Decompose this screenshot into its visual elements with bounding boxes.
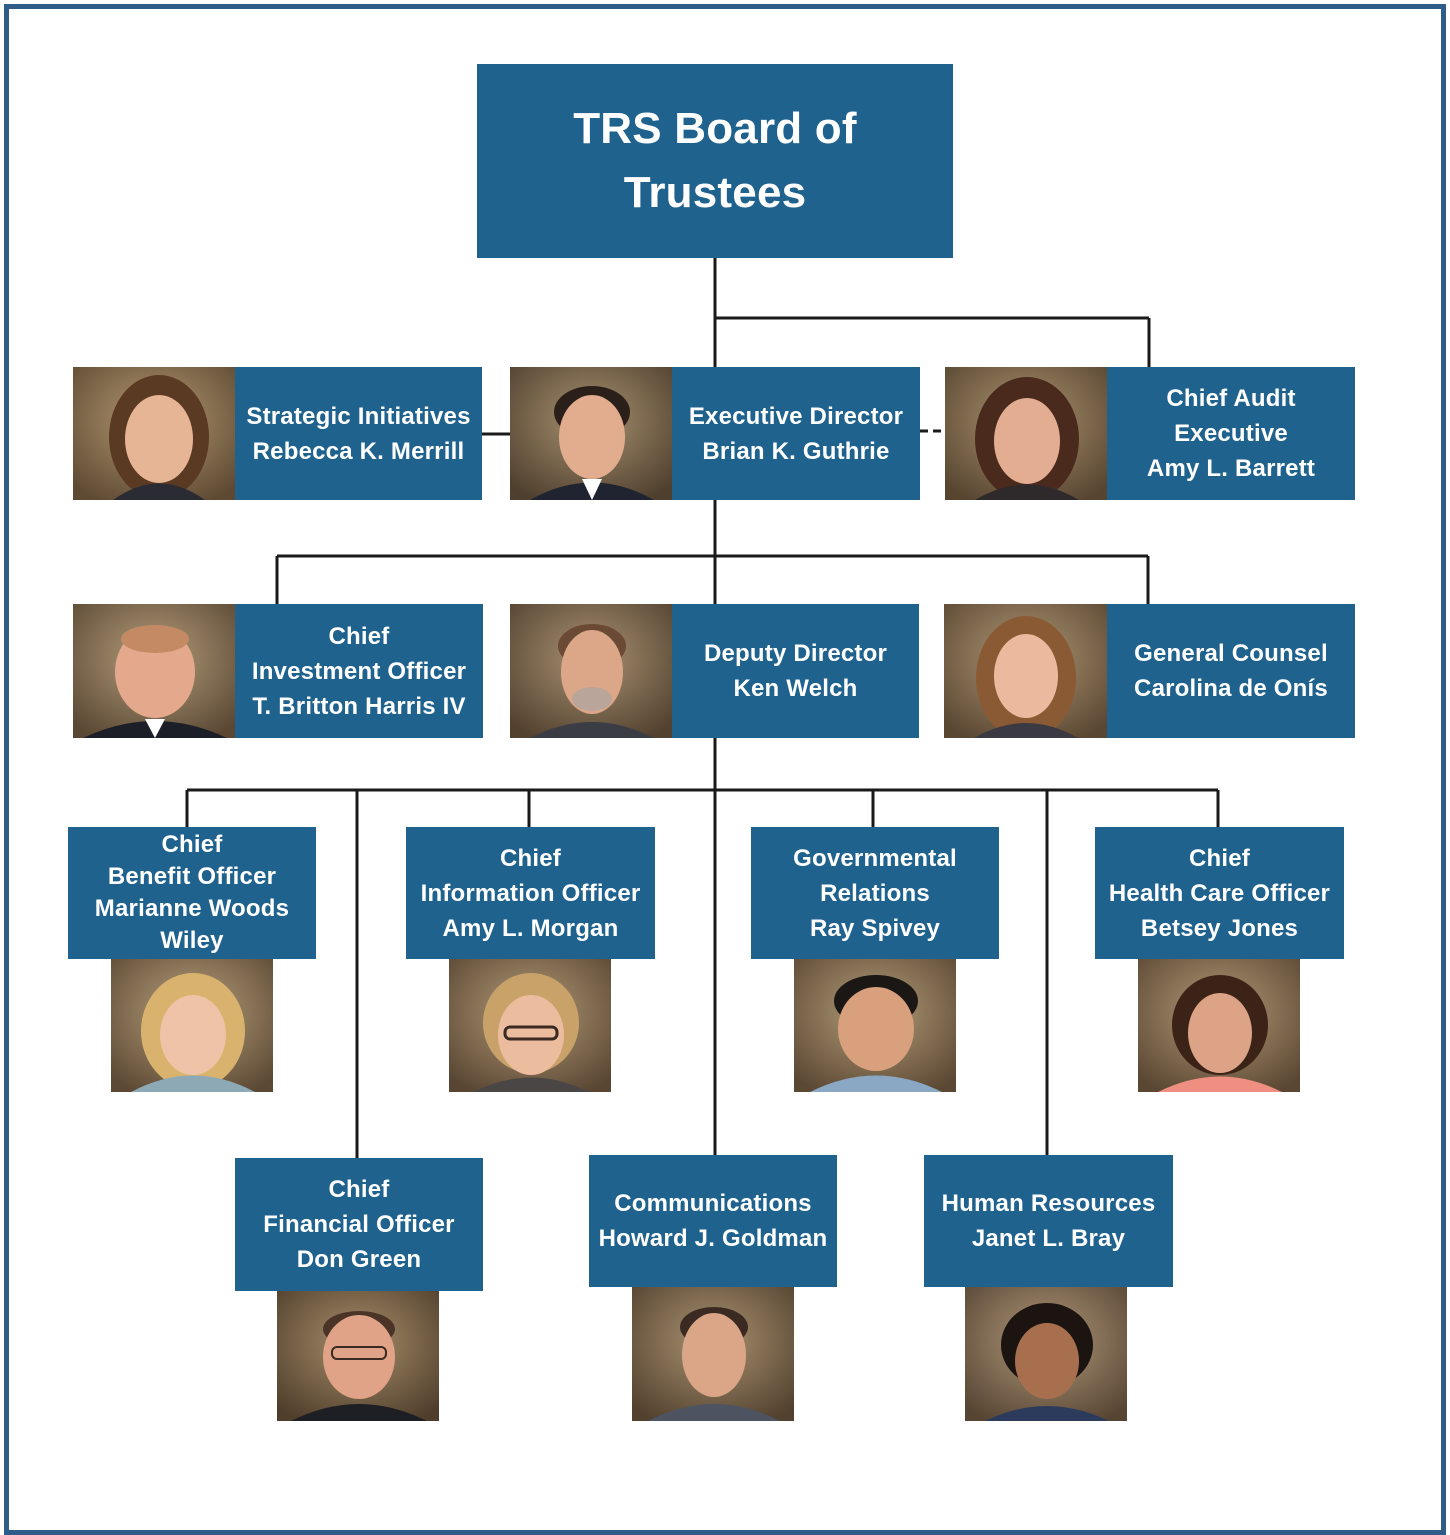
chief-financial-officer-box: Chief Financial Officer Don Green [235,1158,483,1291]
investment-name: T. Britton Harris IV [252,692,466,720]
strategic-name: Rebecca K. Merrill [252,437,465,465]
photo-carolina-de-onis [944,604,1107,738]
audit-title-2: Executive [1174,420,1288,447]
hr-name: Janet L. Bray [971,1225,1126,1252]
information-title-2: Information Officer [420,879,641,907]
photo-marianne-woods-wiley [111,959,273,1092]
benefit-title-2: Benefit Officer [107,863,277,890]
chief-investment-officer-box: Chief Investment Officer T. Britton Harr… [235,604,483,738]
governmental-title-2: Relations [820,879,930,907]
photo-britton-harris [73,604,235,738]
communications-box: Communications Howard J. Goldman [589,1155,837,1287]
governmental-name: Ray Spivey [809,914,941,942]
counsel-title: General Counsel [1134,640,1328,667]
chief-benefit-officer-box: Chief Benefit Officer Marianne Woods Wil… [68,827,316,959]
audit-name: Amy L. Barrett [1146,455,1316,482]
communications-title: Communications [614,1190,812,1217]
benefit-name-2: Wiley [160,927,224,954]
communications-name: Howard J. Goldman [598,1225,828,1252]
photo-rebecca-merrill [73,367,235,500]
investment-title-1: Chief [328,622,390,650]
healthcare-name: Betsey Jones [1140,914,1299,942]
financial-title-1: Chief [328,1176,390,1203]
board-title-line-2: Trustees [623,168,807,217]
board-title-line-1: TRS Board of [573,104,857,153]
deputy-title: Deputy Director [703,640,888,667]
chief-information-officer-box: Chief Information Officer Amy L. Morgan [406,827,655,959]
deputy-director-box: Deputy Director Ken Welch [672,604,919,738]
photo-ken-welch [510,604,672,738]
executive-director-box: Executive Director Brian K. Guthrie [672,367,920,500]
board-of-trustees-box: TRS Board of Trustees [477,64,953,258]
financial-title-2: Financial Officer [263,1211,455,1238]
executive-name: Brian K. Guthrie [702,437,890,465]
photo-don-green [277,1291,439,1421]
strategic-initiatives-box: Strategic Initiatives Rebecca K. Merrill [235,367,482,500]
photo-amy-barrett [945,367,1107,500]
benefit-title-1: Chief [161,831,223,858]
healthcare-title-2: Health Care Officer [1108,879,1331,907]
strategic-title: Strategic Initiatives [246,402,471,430]
counsel-name: Carolina de Onís [1134,675,1328,702]
hr-title: Human Resources [941,1190,1156,1217]
chief-audit-executive-box: Chief Audit Executive Amy L. Barrett [1107,367,1355,500]
investment-title-2: Investment Officer [251,657,467,685]
information-title-1: Chief [500,844,561,872]
financial-name: Don Green [296,1246,422,1273]
photo-amy-morgan [449,959,611,1092]
photo-betsey-jones [1138,959,1300,1092]
benefit-name-1: Marianne Woods [94,895,290,922]
executive-title: Executive Director [688,402,904,430]
healthcare-title-1: Chief [1189,844,1250,872]
audit-title-1: Chief Audit [1166,385,1296,412]
human-resources-box: Human Resources Janet L. Bray [924,1155,1173,1287]
information-name: Amy L. Morgan [442,914,619,942]
photo-janet-bray [965,1287,1127,1421]
governmental-title-1: Governmental [793,844,957,872]
chief-health-care-officer-box: Chief Health Care Officer Betsey Jones [1095,827,1344,959]
photo-howard-goldman [632,1287,794,1421]
photo-ray-spivey [794,959,956,1092]
deputy-name: Ken Welch [733,675,858,702]
photo-brian-guthrie [510,367,672,500]
general-counsel-box: General Counsel Carolina de Onís [1107,604,1355,738]
governmental-relations-box: Governmental Relations Ray Spivey [751,827,999,959]
